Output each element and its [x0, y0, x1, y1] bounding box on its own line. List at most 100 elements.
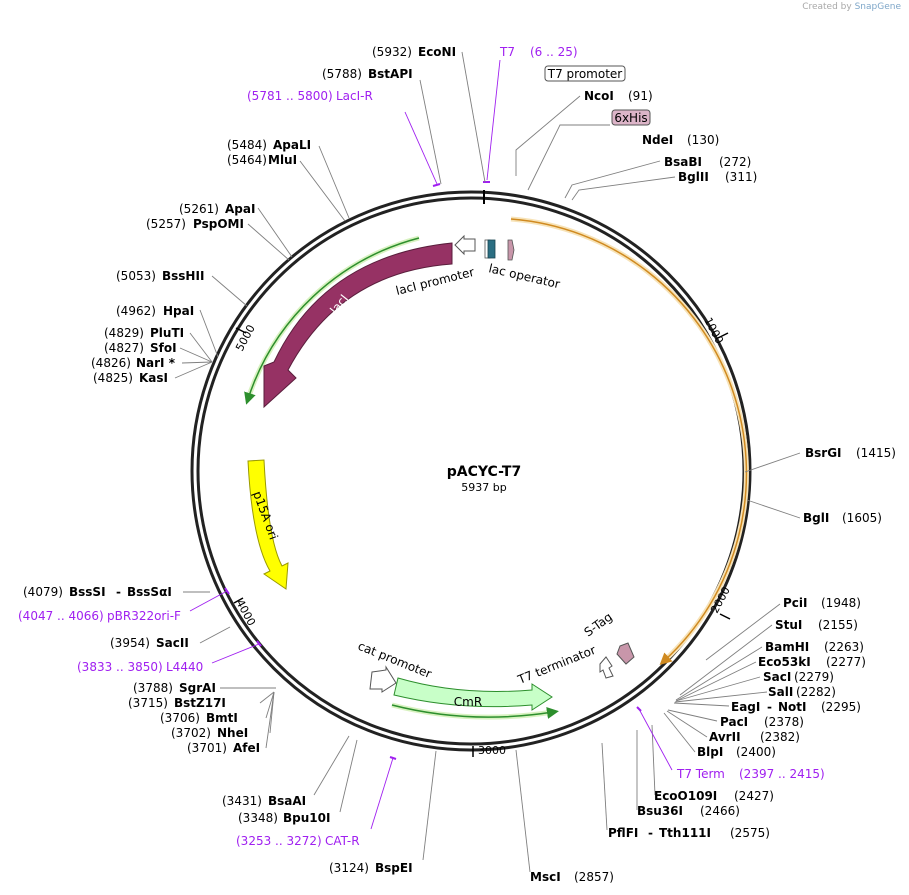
- svg-text:(272): (272): [719, 155, 751, 169]
- primer-laci-r[interactable]: (5781 .. 5800)LacI-R: [247, 89, 373, 103]
- backbone-inner: [196, 196, 746, 746]
- site-bsshii[interactable]: (5053)BssHII: [116, 269, 204, 283]
- svg-text:(2397 .. 2415): (2397 .. 2415): [739, 767, 825, 781]
- leaders-right: [515, 95, 801, 873]
- svg-text:KasI: KasI: [139, 371, 168, 385]
- site-eco53ki[interactable]: Eco53kI(2277): [758, 655, 866, 669]
- svg-text:BglI: BglI: [803, 511, 829, 525]
- svg-text:(2575): (2575): [730, 826, 770, 840]
- svg-text:L4440: L4440: [166, 660, 203, 674]
- svg-text:pBR322ori-F: pBR322ori-F: [107, 609, 181, 623]
- site-pcii[interactable]: PciI(1948): [783, 596, 861, 610]
- site-pspomi[interactable]: (5257)PspOMI: [146, 217, 244, 231]
- site-bsu36i[interactable]: Bsu36I(2466): [637, 804, 740, 818]
- svg-text:NcoI: NcoI: [584, 89, 614, 103]
- site-bamhi[interactable]: BamHI(2263): [765, 640, 864, 654]
- svg-text:(4825): (4825): [93, 371, 133, 385]
- site-saci[interactable]: SacI(2279): [763, 670, 834, 684]
- t7-terminator-label: T7 terminator: [515, 643, 598, 687]
- site-bspei[interactable]: (3124)BspEI: [329, 861, 413, 875]
- svg-text:(3253 .. 3272): (3253 .. 3272): [236, 834, 322, 848]
- t7-terminator-arrow: [599, 656, 614, 679]
- site-blpi[interactable]: BlpI(2400): [697, 745, 776, 759]
- site-bstz17i[interactable]: (3715)BstZ17I: [128, 696, 226, 710]
- svg-text:ApaLI: ApaLI: [273, 138, 311, 152]
- svg-text:3000: 3000: [478, 744, 506, 757]
- primer-pbr322ori-f[interactable]: (4047 .. 4066)pBR322ori-F: [18, 609, 181, 623]
- svg-text:(2427): (2427): [734, 789, 774, 803]
- svg-text:(2277): (2277): [826, 655, 866, 669]
- site-bpu10i[interactable]: (3348)Bpu10I: [238, 811, 330, 825]
- svg-text:(4827): (4827): [104, 341, 144, 355]
- svg-text:(2400): (2400): [736, 745, 776, 759]
- svg-text:(5053): (5053): [116, 269, 156, 283]
- site-kasi[interactable]: (4825) KasI: [93, 371, 168, 385]
- site-sacii[interactable]: (3954)SacII: [110, 636, 189, 650]
- site-msci[interactable]: MscI(2857): [530, 870, 614, 884]
- svg-text:(3431): (3431): [222, 794, 262, 808]
- snapgene-credit: Created by SnapGene: [802, 2, 901, 12]
- site-eagi-noti[interactable]: EagI-NotI(2295): [731, 700, 861, 714]
- site-bgli[interactable]: BglI(1605): [803, 511, 882, 525]
- site-apali[interactable]: (5484)ApaLI: [227, 138, 311, 152]
- svg-text:(311): (311): [725, 170, 757, 184]
- site-afei[interactable]: (3701)AfeI: [187, 741, 260, 755]
- svg-text:(2282): (2282): [796, 685, 836, 699]
- primer-l4440[interactable]: (3833 .. 3850)L4440: [77, 660, 203, 674]
- site-bsaai[interactable]: (3431)BsaAI: [222, 794, 306, 808]
- orf-arc-cmr: [391, 704, 559, 719]
- site-bsrgi[interactable]: BsrGI(1415): [805, 446, 896, 460]
- site-bmti[interactable]: (3706)BmtI: [160, 711, 238, 725]
- site-bstapi[interactable]: (5788)BstAPI: [322, 67, 413, 81]
- svg-text:NdeI: NdeI: [642, 133, 673, 147]
- tick-3000: 3000: [472, 744, 506, 757]
- site-apai[interactable]: (5261)ApaI: [179, 202, 255, 216]
- site-econi[interactable]: (5932)EcoNI: [372, 45, 456, 59]
- svg-text:StuI: StuI: [775, 618, 802, 632]
- svg-text:(3788): (3788): [133, 681, 173, 695]
- backbone-outer: [190, 190, 752, 752]
- site-avrii[interactable]: AvrII(2382): [709, 730, 800, 744]
- svg-text:Tth111I: Tth111I: [659, 826, 711, 840]
- site-mlui[interactable]: (5464)MluI: [227, 153, 297, 167]
- cmr-feature: [393, 677, 553, 711]
- svg-text:SacI: SacI: [763, 670, 791, 684]
- svg-text:BsrGI: BsrGI: [805, 446, 842, 460]
- site-sfoi[interactable]: (4827)SfoI: [104, 341, 177, 355]
- site-ndei[interactable]: NdeI(130): [642, 133, 719, 147]
- svg-text:T7 promoter: T7 promoter: [547, 67, 623, 81]
- svg-text:-: -: [767, 700, 772, 714]
- site-sali[interactable]: SalI(2282): [768, 685, 836, 699]
- site-sgrai[interactable]: (3788)SgrAI: [133, 681, 216, 695]
- site-stui[interactable]: StuI(2155): [775, 618, 858, 632]
- site-ncoi[interactable]: NcoI(91): [584, 89, 653, 103]
- site-nhei[interactable]: (3702)NheI: [171, 726, 248, 740]
- svg-text:(4826): (4826): [91, 356, 131, 370]
- primer-t7[interactable]: T7(6 .. 25): [499, 45, 578, 59]
- site-hpai[interactable]: (4962)HpaI: [116, 304, 194, 318]
- svg-text:BssSI: BssSI: [69, 585, 106, 599]
- site-bglii[interactable]: BglII (311): [678, 170, 757, 184]
- his-tag-feature: [507, 239, 515, 261]
- svg-text:(5788): (5788): [322, 67, 362, 81]
- laci-feature: [263, 242, 453, 409]
- svg-text:BmtI: BmtI: [206, 711, 238, 725]
- site-paci[interactable]: PacI(2378): [720, 715, 804, 729]
- svg-text:PflFI: PflFI: [608, 826, 638, 840]
- primer-cat-r[interactable]: (3253 .. 3272)CAT-R: [236, 834, 360, 848]
- site-bsssi[interactable]: (4079)BssSI-BssSαI: [23, 585, 172, 599]
- svg-text:(4047 .. 4066): (4047 .. 4066): [18, 609, 104, 623]
- svg-text:BglII: BglII: [678, 170, 709, 184]
- svg-text:ApaI: ApaI: [225, 202, 255, 216]
- site-ecoo109i[interactable]: EcoO109I(2427): [654, 789, 774, 803]
- site-nari[interactable]: (4826)NarI *: [91, 356, 176, 370]
- svg-text:AvrII: AvrII: [709, 730, 741, 744]
- svg-text:BspEI: BspEI: [375, 861, 413, 875]
- svg-text:Bsu36I: Bsu36I: [637, 804, 683, 818]
- site-pluti[interactable]: (4829)PluTI: [104, 326, 184, 340]
- site-pflfi-tth111i[interactable]: PflFI-Tth111I(2575): [608, 826, 770, 840]
- svg-text:PspOMI: PspOMI: [193, 217, 244, 231]
- site-bsabi[interactable]: BsaBI(272): [664, 155, 751, 169]
- primer-t7-term[interactable]: T7 Term(2397 .. 2415): [676, 767, 825, 781]
